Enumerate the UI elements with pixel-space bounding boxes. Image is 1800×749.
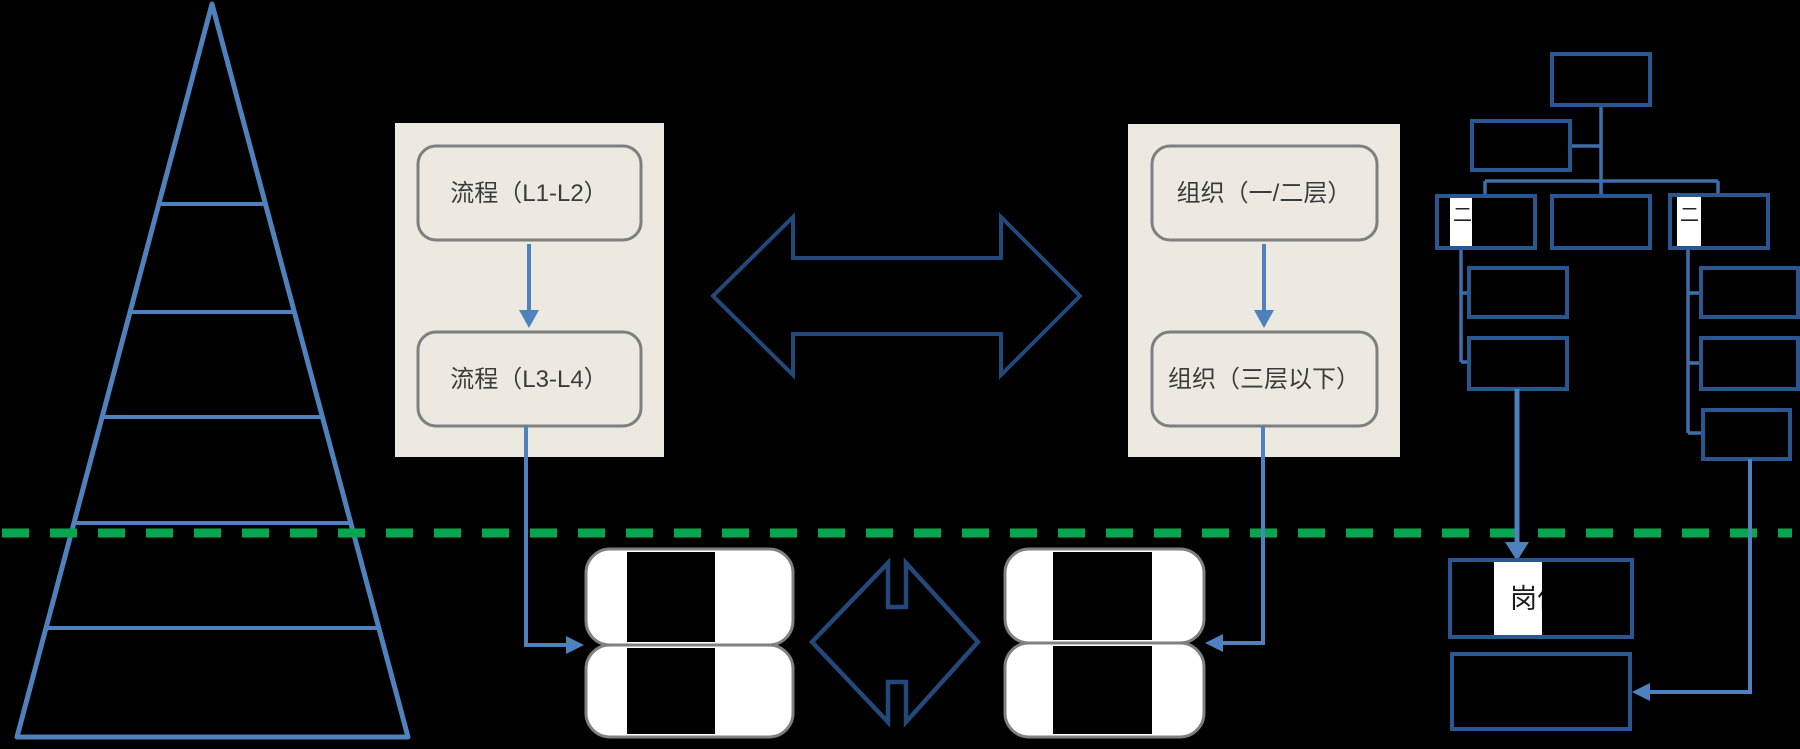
org-tier3-label: 组织（三层以下） [1168,366,1360,393]
org-tree-boxes [1435,52,1800,461]
org-node-right-child-2 [1699,336,1800,391]
position-detail-box [1450,652,1632,731]
org-chart: 二 二 [1435,52,1800,461]
pill-black-band [627,648,715,734]
pyramid-outline [14,1,411,740]
org-node-left-label-stripe [1450,198,1472,246]
process-l3-l4-box [416,330,643,428]
pill-bottom-border [1003,641,1206,739]
left-right-double-arrow-icon [710,212,1083,380]
org-node-right-child-1 [1699,266,1800,319]
pyramid [14,1,411,740]
org-node-left-child-2 [1467,336,1569,391]
org-node-right-partial-glyph: 二 [1680,205,1699,226]
org-node-right [1668,193,1770,250]
left-pill-group [584,547,795,739]
org-node-middle [1550,194,1652,250]
org-down-arrowhead [1254,310,1274,328]
process-l3-l4-label: 流程（L3-L4） [450,366,607,393]
process-to-pill-connector [524,426,570,647]
org-panel: 组织（一/二层） 组织（三层以下） [1128,124,1400,457]
process-panel: 流程（L1-L2） 流程（L3-L4） [395,123,664,457]
right-arrowhead [566,636,584,654]
position-side-arrow [1646,459,1752,694]
org-tier12-label: 组织（一/二层） [1177,180,1352,207]
left-arrowhead [1205,634,1223,652]
org-tier12-box [1150,144,1379,242]
pill-black-band [1053,646,1152,734]
left-arrowhead [1632,683,1650,701]
position-section: 岗位 [1448,558,1634,731]
org-node-right-child-3 [1701,408,1792,461]
diamond-double-arrow-icon [808,557,982,728]
org-node-left-child-1 [1467,266,1569,319]
org-node-right-label-stripe [1677,197,1701,246]
pill-black-band [627,552,715,642]
down-arrowhead [1505,542,1529,561]
org-to-pill-connector [1219,426,1265,645]
org-tree-connectors [1459,105,1720,435]
org-node-root [1550,52,1652,107]
pill-black-band [1053,552,1152,640]
process-l1-l2-box [416,144,643,242]
panel-to-pill-connectors [524,426,1265,654]
right-pill-group [1003,547,1206,739]
position-label-stripe [1494,562,1542,635]
position-box [1448,558,1634,639]
pill-bottom-border [584,643,795,739]
org-to-position-connectors [1505,389,1752,701]
position-label: 岗位 [1510,584,1564,614]
org-node-left-partial-glyph: 二 [1453,205,1472,226]
process-down-arrowhead [519,310,539,328]
process-l1-l2-label: 流程（L1-L2） [450,180,607,207]
org-node-staff [1470,119,1572,172]
org-node-left [1435,194,1537,250]
